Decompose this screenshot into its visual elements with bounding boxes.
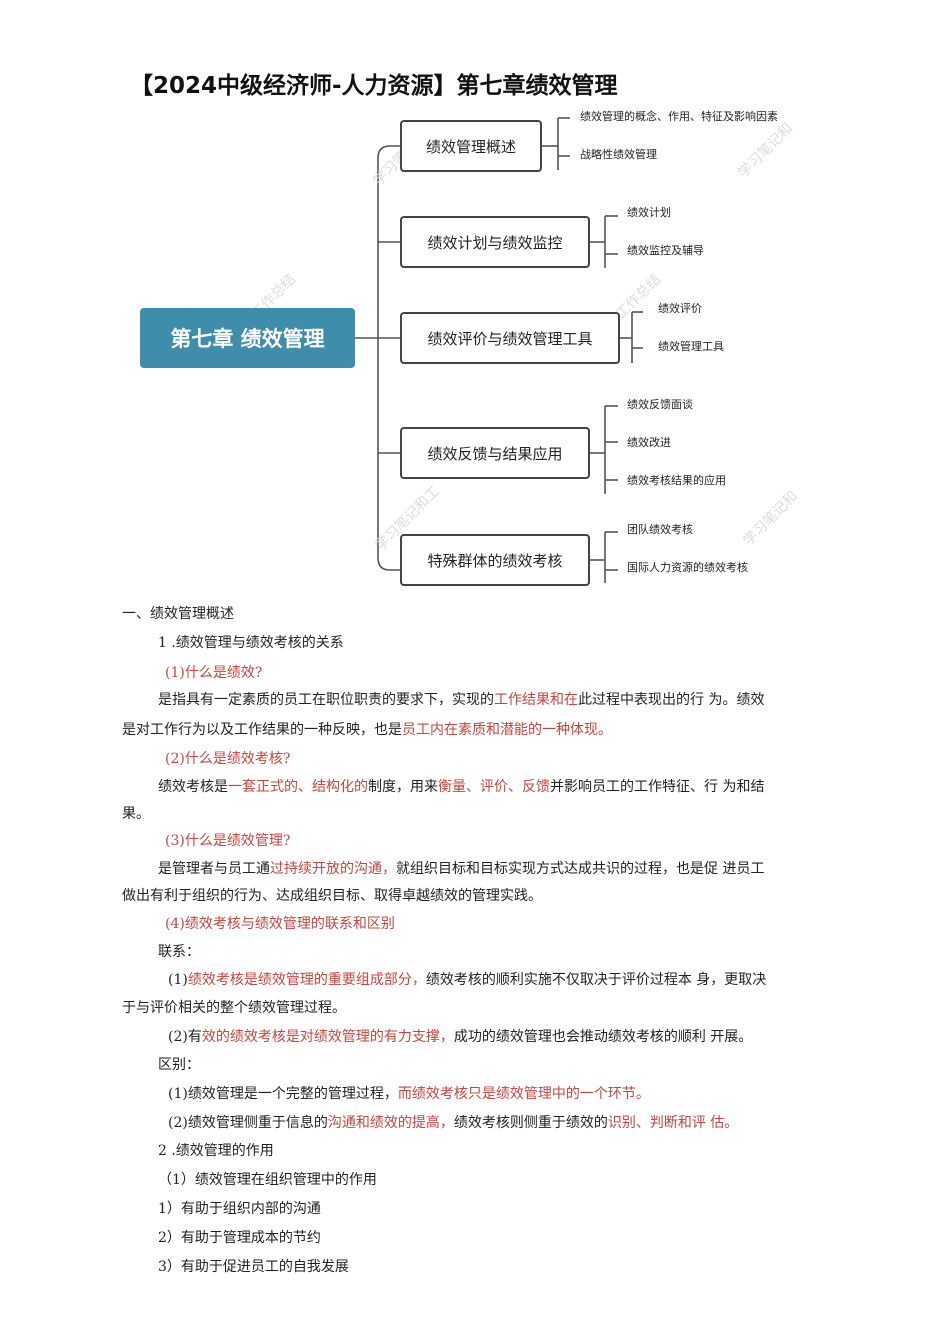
- label-lianxi: 联系：: [158, 944, 200, 960]
- leaf: 战略性绩效管理: [580, 148, 657, 161]
- paragraph-line: (2)有效的绩效考核是对绩效管理的有力支撑，成功的绩效管理也会推动绩效考核的顺利…: [168, 1029, 753, 1045]
- subsection-heading: 2 .绩效管理的作用: [158, 1143, 274, 1159]
- paragraph-line: 是对工作行为以及工作结果的一种反映，也是员工内在素质和潜能的一种体现。: [122, 722, 612, 738]
- section-heading: 一、绩效管理概述: [122, 606, 234, 622]
- paragraph-line: (1)绩效考核是绩效管理的重要组成部分，绩效考核的顺利实施不仅取决于评价过程本 …: [168, 972, 767, 988]
- branch-overview: 绩效管理概述: [400, 120, 542, 172]
- mind-map: 学习笔记和 学习笔记和 工作总结 工作总结 学习笔记和工 学习笔记和 第七章 绩…: [140, 108, 810, 586]
- leaf: 绩效管理工具: [658, 340, 724, 353]
- list-item: 1）有助于组织内部的沟通: [158, 1201, 321, 1217]
- sub-item-heading: （1）绩效管理在组织管理中的作用: [158, 1172, 377, 1188]
- mind-map-root: 第七章 绩效管理: [140, 308, 355, 368]
- paragraph-line: 是指具有一定素质的员工在职位职责的要求下，实现的工作结果和在此过程中表现出的行 …: [158, 692, 765, 708]
- leaf: 国际人力资源的绩效考核: [627, 561, 748, 574]
- mind-map-connectors: [355, 117, 643, 583]
- leaf: 绩效监控及辅导: [627, 244, 704, 257]
- question-heading: (3)什么是绩效管理?: [165, 833, 291, 849]
- list-item: 3）有助于促进员工的自我发展: [158, 1259, 349, 1275]
- leaf: 绩效计划: [627, 206, 671, 219]
- question-heading: (1)什么是绩效?: [165, 665, 263, 681]
- paragraph-line: 做出有利于组织的行为、达成组织目标、取得卓越绩效的管理实践。: [122, 888, 542, 904]
- leaf: 绩效考核结果的应用: [627, 474, 726, 487]
- question-heading: (2)什么是绩效考核?: [165, 751, 291, 767]
- branch-special-groups: 特殊群体的绩效考核: [400, 534, 590, 586]
- page-title: 【2024中级经济师-人力资源】第七章绩效管理: [130, 73, 618, 99]
- paragraph-line: 绩效考核是一套正式的、结构化的制度，用来衡量、评价、反馈并影响员工的工作特征、行…: [158, 779, 765, 795]
- question-heading: (4)绩效考核与绩效管理的联系和区别: [165, 916, 395, 932]
- leaf: 绩效管理的概念、作用、特征及影响因素: [580, 110, 778, 123]
- branch-planning: 绩效计划与绩效监控: [400, 216, 590, 268]
- branch-evaluation: 绩效评价与绩效管理工具: [400, 312, 620, 364]
- paragraph-line: 果。: [122, 806, 150, 822]
- paragraph-line: (2)绩效管理侧重于信息的沟通和绩效的提高，绩效考核则侧重于绩效的识别、判断和评…: [168, 1115, 739, 1131]
- leaf: 团队绩效考核: [627, 523, 693, 536]
- paragraph-line: 是管理者与员工通过持续开放的沟通，就组织目标和目标实现方式达成共识的过程，也是促…: [158, 861, 765, 877]
- leaf: 绩效评价: [658, 302, 702, 315]
- branch-feedback: 绩效反馈与结果应用: [400, 427, 590, 479]
- paragraph-line: (1)绩效管理是一个完整的管理过程，而绩效考核只是绩效管理中的一个环节。: [168, 1086, 650, 1102]
- list-item: 2）有助于管理成本的节约: [158, 1230, 321, 1246]
- subsection-heading: 1 .绩效管理与绩效考核的关系: [158, 635, 344, 651]
- leaf: 绩效改进: [627, 436, 671, 449]
- paragraph-line: 于与评价相关的整个绩效管理过程。: [122, 1000, 346, 1016]
- label-qubie: 区别：: [158, 1057, 200, 1073]
- leaf: 绩效反馈面谈: [627, 398, 693, 411]
